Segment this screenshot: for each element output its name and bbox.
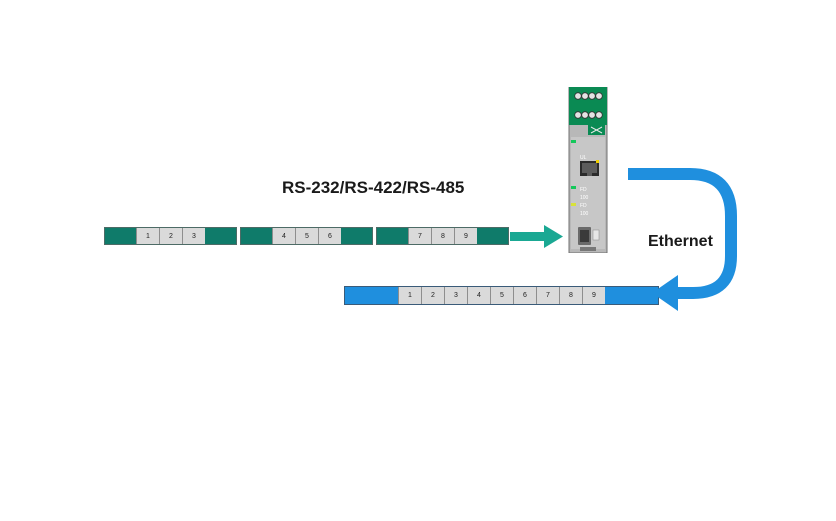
rj45-port-icon — [580, 160, 599, 176]
strip-endcap-left — [105, 228, 136, 244]
led-label-fd: FD — [580, 187, 587, 193]
strip-endcap-right — [477, 228, 508, 244]
strip-endcap-right — [341, 228, 372, 244]
strip-cell: 2 — [159, 228, 182, 244]
strip-cell: 1 — [398, 287, 421, 304]
strip-cell: 4 — [272, 228, 295, 244]
strip-cell: 7 — [408, 228, 431, 244]
serial-strip-2: 4 5 6 — [240, 227, 373, 245]
strip-endcap-right — [205, 228, 236, 244]
terminal-screw-icon — [574, 92, 603, 119]
strip-cell: 8 — [559, 287, 582, 304]
led-label-100: 100 — [580, 195, 589, 201]
strip-cell: 5 — [295, 228, 318, 244]
strip-cell: 6 — [513, 287, 536, 304]
strip-endcap-left — [345, 287, 398, 304]
strip-cell: 1 — [136, 228, 159, 244]
strip-endcap-left — [377, 228, 408, 244]
strip-cell: 7 — [536, 287, 559, 304]
strip-cell: 3 — [182, 228, 205, 244]
strip-endcap-right — [605, 287, 658, 304]
serial-strip-1: 1 2 3 — [104, 227, 237, 245]
serial-to-device-arrow — [510, 225, 563, 248]
serial-port-icon — [578, 227, 600, 245]
strip-cell: 9 — [582, 287, 605, 304]
led-label-fd-2: FD — [580, 203, 587, 209]
led-label-100-2: 100 — [580, 211, 589, 217]
strip-cell: 2 — [421, 287, 444, 304]
strip-cell: 8 — [431, 228, 454, 244]
strip-cell: 6 — [318, 228, 341, 244]
ethernet-label: Ethernet — [648, 233, 713, 250]
strip-cell: 5 — [490, 287, 513, 304]
ethernet-strip: 1 2 3 4 5 6 7 8 9 — [344, 286, 659, 305]
strip-cell: 4 — [467, 287, 490, 304]
strip-endcap-left — [241, 228, 272, 244]
status-led-icon — [571, 203, 576, 206]
serial-strip-3: 7 8 9 — [376, 227, 509, 245]
strip-cell: 3 — [444, 287, 467, 304]
gateway-device: UL FD 100 FD 100 — [568, 86, 608, 258]
led-label-ul: UL — [580, 155, 587, 161]
status-led-icon — [571, 140, 576, 143]
strip-cell: 9 — [454, 228, 477, 244]
ethernet-curved-arrow — [628, 168, 737, 311]
status-led-icon — [571, 186, 576, 189]
protocols-label: RS-232/RS-422/RS-485 — [282, 178, 465, 197]
